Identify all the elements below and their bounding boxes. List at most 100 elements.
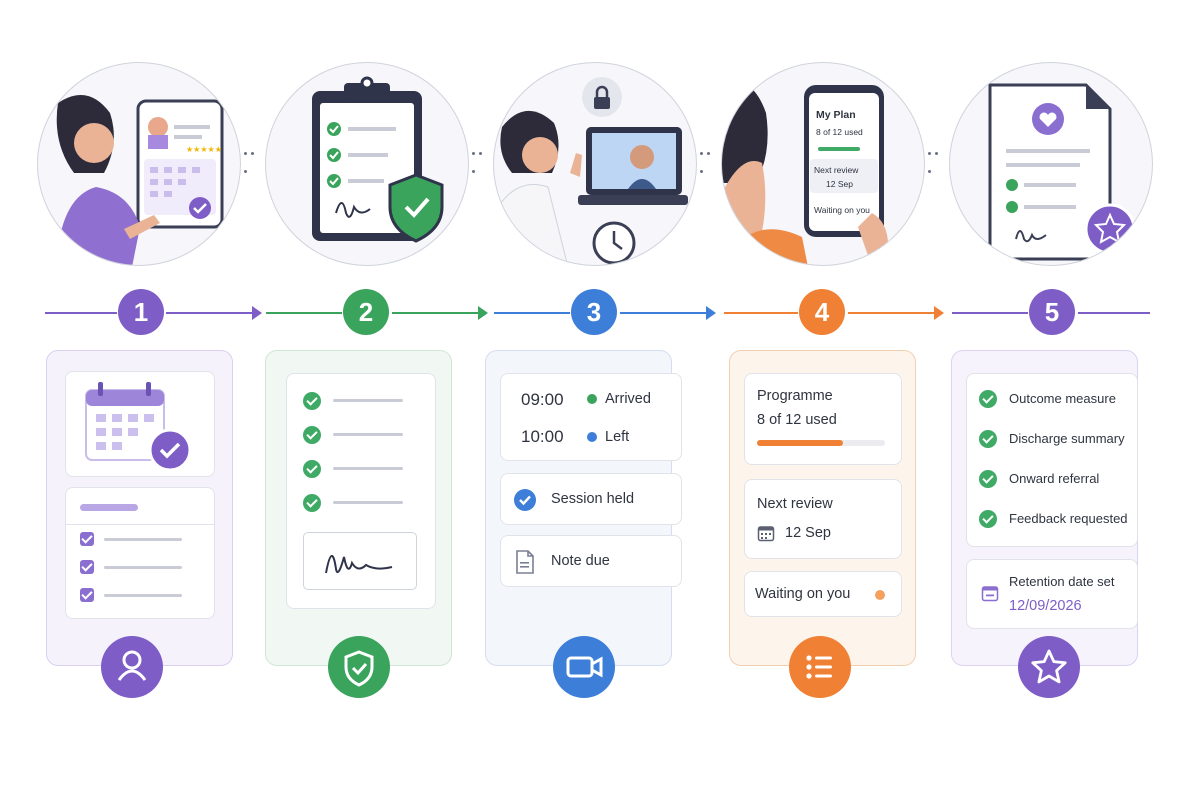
programme-used: 8 of 12 used bbox=[757, 412, 837, 428]
checklist-card bbox=[65, 487, 215, 619]
next-review-label: Next review bbox=[757, 496, 833, 512]
waiting-card: Waiting on you bbox=[744, 571, 902, 617]
placeholder-line bbox=[333, 467, 403, 470]
phone-used: 8 of 12 used bbox=[816, 127, 863, 137]
phone-review-label: Next review bbox=[814, 165, 859, 175]
step-4-panel: Programme 8 of 12 used Next review 12 Se… bbox=[729, 350, 916, 666]
programme-card: Programme 8 of 12 used bbox=[744, 373, 902, 465]
step-4-number: 4 bbox=[799, 289, 845, 335]
checklist-item: Feedback requested bbox=[1009, 511, 1128, 526]
calendar-check-icon bbox=[85, 382, 192, 472]
placeholder-line bbox=[333, 501, 403, 504]
phone-review-date: 12 Sep bbox=[826, 179, 853, 189]
programme-progress-fill bbox=[757, 440, 843, 446]
step-2-number: 2 bbox=[343, 289, 389, 335]
checklist-item: Discharge summary bbox=[1009, 431, 1125, 446]
timeline-arrow bbox=[934, 306, 944, 320]
note-due-label: Note due bbox=[551, 553, 610, 569]
arrived-status: Arrived bbox=[605, 391, 651, 407]
timeline-segment bbox=[848, 312, 936, 314]
waiting-label: Waiting on you bbox=[755, 586, 851, 602]
check-icon bbox=[303, 392, 321, 410]
check-icon bbox=[303, 494, 321, 512]
step-5-number: 5 bbox=[1029, 289, 1075, 335]
arrived-time: 09:00 bbox=[521, 390, 564, 409]
step-1-illustration: ★★★★★ bbox=[37, 62, 241, 266]
waiting-status-dot bbox=[875, 590, 885, 600]
retention-date: 12/09/2026 bbox=[1009, 598, 1082, 614]
user-icon bbox=[101, 636, 163, 698]
timeline-arrow bbox=[478, 306, 488, 320]
step-1-panel bbox=[46, 350, 233, 666]
check-icon bbox=[303, 426, 321, 444]
check-icon bbox=[979, 390, 997, 408]
attendance-card: 09:00 Arrived 10:00 Left bbox=[500, 373, 682, 461]
list-icon bbox=[789, 636, 851, 698]
timeline-segment bbox=[266, 312, 342, 314]
phone-waiting: Waiting on you bbox=[814, 205, 870, 215]
step-4-illustration: My Plan 8 of 12 used Next review 12 Sep … bbox=[721, 62, 925, 266]
checklist-item: Outcome measure bbox=[1009, 391, 1116, 406]
next-review-card: Next review 12 Sep bbox=[744, 479, 902, 559]
step-3-panel: 09:00 Arrived 10:00 Left Session held No… bbox=[485, 350, 682, 666]
timeline-segment bbox=[1078, 312, 1150, 314]
calendar-icon bbox=[757, 526, 775, 542]
next-review-date: 12 Sep bbox=[785, 525, 831, 541]
timeline-segment bbox=[620, 312, 708, 314]
checkbox-checked[interactable] bbox=[80, 532, 94, 546]
timeline-segment bbox=[494, 312, 570, 314]
retention-card: Retention date set 12/09/2026 bbox=[966, 559, 1138, 629]
left-status-dot bbox=[587, 432, 597, 442]
video-camera-icon bbox=[553, 636, 615, 698]
timeline-arrow bbox=[706, 306, 716, 320]
placeholder-line bbox=[333, 399, 403, 402]
star-icon bbox=[1018, 636, 1080, 698]
placeholder-line bbox=[104, 566, 182, 569]
check-circle-icon bbox=[514, 489, 536, 511]
calendar-icon bbox=[981, 586, 999, 602]
step-2-panel bbox=[265, 350, 452, 666]
step-3-illustration bbox=[493, 62, 697, 266]
step-5-panel: Outcome measure Discharge summary Onward… bbox=[951, 350, 1138, 666]
check-icon bbox=[303, 460, 321, 478]
signature-box[interactable] bbox=[303, 532, 417, 590]
connector-dots bbox=[472, 152, 492, 173]
arrived-status-dot bbox=[587, 394, 597, 404]
phone-title: My Plan bbox=[816, 109, 856, 121]
programme-label: Programme bbox=[757, 388, 833, 404]
timeline-segment bbox=[392, 312, 480, 314]
signature-icon bbox=[325, 555, 393, 574]
check-icon bbox=[979, 470, 997, 488]
session-held-card: Session held bbox=[500, 473, 682, 525]
retention-label: Retention date set bbox=[1009, 574, 1115, 589]
connector-dots bbox=[928, 152, 948, 173]
discharge-checklist-card: Outcome measure Discharge summary Onward… bbox=[966, 373, 1138, 547]
placeholder-line bbox=[104, 538, 182, 541]
svg-text:★★★★★: ★★★★★ bbox=[186, 145, 222, 154]
timeline-segment bbox=[952, 312, 1028, 314]
document-icon bbox=[516, 550, 534, 574]
checkbox-checked[interactable] bbox=[80, 588, 94, 602]
timeline-segment bbox=[45, 312, 117, 314]
step-1-number: 1 bbox=[118, 289, 164, 335]
connector-dots bbox=[700, 152, 720, 173]
checklist-item: Onward referral bbox=[1009, 471, 1100, 486]
checklist-header-bar bbox=[80, 504, 138, 511]
left-status: Left bbox=[605, 429, 630, 445]
timeline-segment bbox=[724, 312, 798, 314]
step-3-number: 3 bbox=[571, 289, 617, 335]
calendar-card bbox=[65, 371, 215, 477]
consent-form-card bbox=[286, 373, 436, 609]
shield-check-icon bbox=[328, 636, 390, 698]
check-icon bbox=[979, 430, 997, 448]
timeline-arrow bbox=[252, 306, 262, 320]
placeholder-line bbox=[104, 594, 182, 597]
checkbox-checked[interactable] bbox=[80, 560, 94, 574]
note-due-card: Note due bbox=[500, 535, 682, 587]
step-5-illustration bbox=[949, 62, 1153, 266]
timeline-segment bbox=[166, 312, 254, 314]
programme-progress-track bbox=[757, 440, 885, 446]
placeholder-line bbox=[333, 433, 403, 436]
connector-dots bbox=[244, 152, 264, 173]
session-held-label: Session held bbox=[551, 491, 635, 507]
